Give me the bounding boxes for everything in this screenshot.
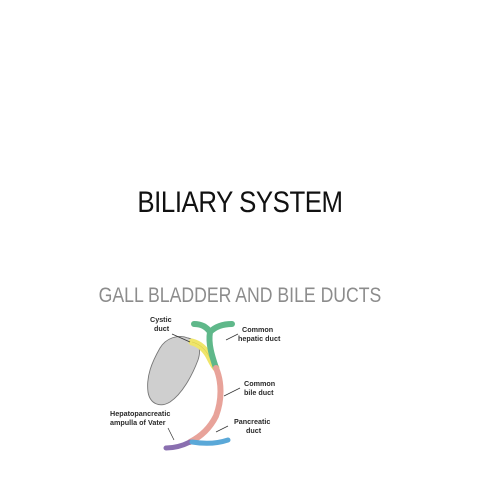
label-cystic-duct: Cystic duct xyxy=(150,315,174,333)
common-hepatic-duct-shape xyxy=(191,321,235,371)
common-bile-duct-shape xyxy=(187,365,224,445)
label-common-hepatic-duct: Common hepatic duct xyxy=(238,325,281,343)
label-pancreatic-duct: Pancreatic duct xyxy=(234,417,272,435)
label-pancreatic-duct-line-2: duct xyxy=(246,426,262,435)
label-ampulla-of-vater: Hepatopancreatic ampulla of Vater xyxy=(110,409,172,427)
slide-subtitle: GALL BLADDER AND BILE DUCTS xyxy=(98,284,382,307)
label-pancreatic-duct-line-1: Pancreatic xyxy=(234,417,270,426)
label-common-hepatic-duct-line-2: hepatic duct xyxy=(238,334,281,343)
leader-lines xyxy=(167,333,241,441)
label-common-bile-duct: Common bile duct xyxy=(244,379,277,397)
slide-title: BILIARY SYSTEM xyxy=(137,186,343,219)
gall-bladder-shape xyxy=(147,336,200,406)
biliary-diagram: Cystic duct Common hepatic duct Common b… xyxy=(110,315,281,451)
pancreatic-duct-shape xyxy=(189,437,231,446)
label-cystic-duct-line-2: duct xyxy=(154,324,170,333)
label-common-bile-duct-line-1: Common xyxy=(244,379,275,388)
label-common-bile-duct-line-2: bile duct xyxy=(244,388,274,397)
label-ampulla-line-1: Hepatopancreatic xyxy=(110,409,170,418)
label-cystic-duct-line-1: Cystic xyxy=(150,315,172,324)
ampulla-shape xyxy=(163,439,193,451)
label-ampulla-line-2: ampulla of Vater xyxy=(110,418,166,427)
label-common-hepatic-duct-line-1: Common xyxy=(242,325,273,334)
